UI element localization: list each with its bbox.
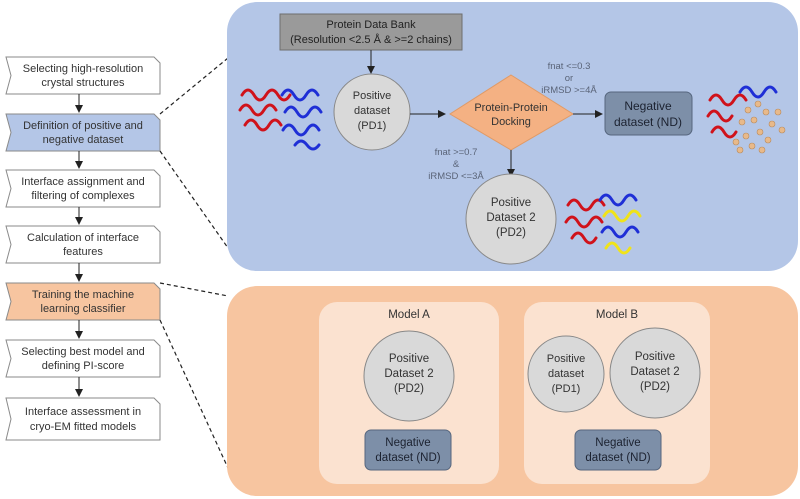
- workflow-steps: Selecting high-resolution crystal struct…: [5, 56, 161, 441]
- crit-pos-line1: fnat >=0.7: [435, 147, 478, 158]
- workflow-step-5: Training the machine learning classifier: [5, 282, 161, 321]
- model-a-box: Model A Positive Dataset 2 (PD2) Negativ…: [319, 302, 499, 484]
- model-b-neg-line2: dataset (ND): [585, 452, 650, 464]
- model-a-pd2: Positive Dataset 2 (PD2): [363, 330, 455, 422]
- pd1-line1: Positive: [353, 90, 392, 102]
- workflow-step-4-line2: features: [63, 246, 103, 258]
- pdb-criteria: (Resolution <2.5 Å & >=2 chains): [290, 33, 452, 46]
- workflow-step-3: Interface assignment and filtering of co…: [5, 169, 161, 208]
- workflow-step-2-line1: Definition of positive and: [23, 120, 143, 132]
- crit-neg-line3: iRMSD >=4Å: [541, 85, 597, 96]
- workflow-step-1: Selecting high-resolution crystal struct…: [5, 56, 161, 95]
- protein-docking-diamond: Protein-Protein Docking: [449, 74, 574, 151]
- workflow-step-3-line2: filtering of complexes: [31, 190, 135, 202]
- workflow-step-6-line1: Selecting best model and: [21, 346, 145, 358]
- positive-criteria: fnat >=0.7 & iRMSD <=3Å: [428, 147, 484, 182]
- zoom-connector-bottom: [159, 319, 229, 469]
- model-a-neg-line2: dataset (ND): [375, 452, 440, 464]
- pd1-line3: (PD1): [358, 120, 387, 132]
- zoom-connector-top: [159, 57, 229, 115]
- positive-dataset-pd1: Positive dataset (PD1): [333, 73, 411, 151]
- model-b-box: Model B Positive dataset (PD1) Positive …: [524, 302, 710, 484]
- model-b-negative: Negative dataset (ND): [574, 429, 662, 471]
- model-a-pd2-line1: Positive: [389, 353, 429, 365]
- positive-dataset-pd2: Positive Dataset 2 (PD2): [465, 173, 557, 265]
- pd2-line1: Positive: [491, 197, 531, 209]
- model-b-pd1-line1: Positive: [547, 353, 586, 365]
- model-b-neg-line1: Negative: [595, 437, 640, 449]
- pd2-line3: (PD2): [496, 227, 526, 239]
- workflow-step-1-line2: crystal structures: [41, 77, 125, 89]
- workflow-step-3-line1: Interface assignment and: [21, 176, 145, 188]
- pd1-line2: dataset: [354, 105, 390, 117]
- protein-data-bank-box: Protein Data Bank (Resolution <2.5 Å & >…: [279, 13, 463, 51]
- workflow-step-7: Interface assessment in cryo-EM fitted m…: [5, 397, 161, 441]
- model-a-neg-line1: Negative: [385, 437, 430, 449]
- protein-structure-negative-icon: [706, 85, 786, 154]
- workflow-step-6-line2: defining PI-score: [42, 360, 125, 372]
- model-a-negative: Negative dataset (ND): [364, 429, 452, 471]
- workflow-step-5-line2: learning classifier: [41, 303, 126, 315]
- crit-neg-line1: fnat <=0.3: [548, 61, 591, 72]
- protein-structure-complex-icon: [238, 88, 323, 151]
- model-a-title: Model A: [388, 309, 430, 321]
- model-b-pd2: Positive Dataset 2 (PD2): [609, 327, 701, 419]
- workflow-step-4: Calculation of interface features: [5, 225, 161, 264]
- model-b-pd1-line2: dataset: [548, 368, 584, 380]
- model-b-pd2-line1: Positive: [635, 351, 675, 363]
- model-b-pd2-line3: (PD2): [640, 381, 670, 393]
- model-b-pd1-line3: (PD1): [552, 383, 581, 395]
- pdb-title: Protein Data Bank: [326, 19, 416, 31]
- pd2-line2: Dataset 2: [486, 212, 535, 224]
- zoom-connector-bottom: [159, 282, 229, 297]
- negative-criteria: fnat <=0.3 or iRMSD >=4Å: [541, 61, 597, 96]
- model-b-pd1: Positive dataset (PD1): [527, 335, 605, 413]
- crit-neg-line2: or: [565, 73, 573, 84]
- neg-line2: dataset (ND): [614, 115, 682, 129]
- model-training-panel: [227, 286, 798, 496]
- crit-pos-line3: iRMSD <=3Å: [428, 171, 484, 182]
- workflow-step-2: Definition of positive and negative data…: [5, 113, 161, 152]
- negative-dataset-box: Negative dataset (ND): [604, 91, 693, 136]
- model-b-pd2-line2: Dataset 2: [630, 366, 679, 378]
- workflow-step-6: Selecting best model and defining PI-sco…: [5, 339, 161, 378]
- protein-structure-docked-icon: [564, 193, 642, 255]
- neg-line1: Negative: [624, 99, 672, 113]
- crit-pos-line2: &: [453, 159, 460, 170]
- workflow-step-7-line2: cryo-EM fitted models: [30, 421, 137, 433]
- workflow-step-2-line2: negative dataset: [43, 134, 124, 146]
- model-b-title: Model B: [596, 309, 639, 321]
- workflow-step-5-line1: Training the machine: [32, 289, 134, 301]
- workflow-step-1-line1: Selecting high-resolution: [23, 63, 143, 75]
- workflow-step-4-line1: Calculation of interface: [27, 232, 139, 244]
- docking-line2: Docking: [491, 116, 531, 128]
- model-a-pd2-line3: (PD2): [394, 383, 424, 395]
- model-a-pd2-line2: Dataset 2: [384, 368, 433, 380]
- workflow-step-7-line1: Interface assessment in: [25, 406, 141, 418]
- zoom-connector-top: [159, 150, 229, 249]
- docking-line1: Protein-Protein: [474, 102, 547, 114]
